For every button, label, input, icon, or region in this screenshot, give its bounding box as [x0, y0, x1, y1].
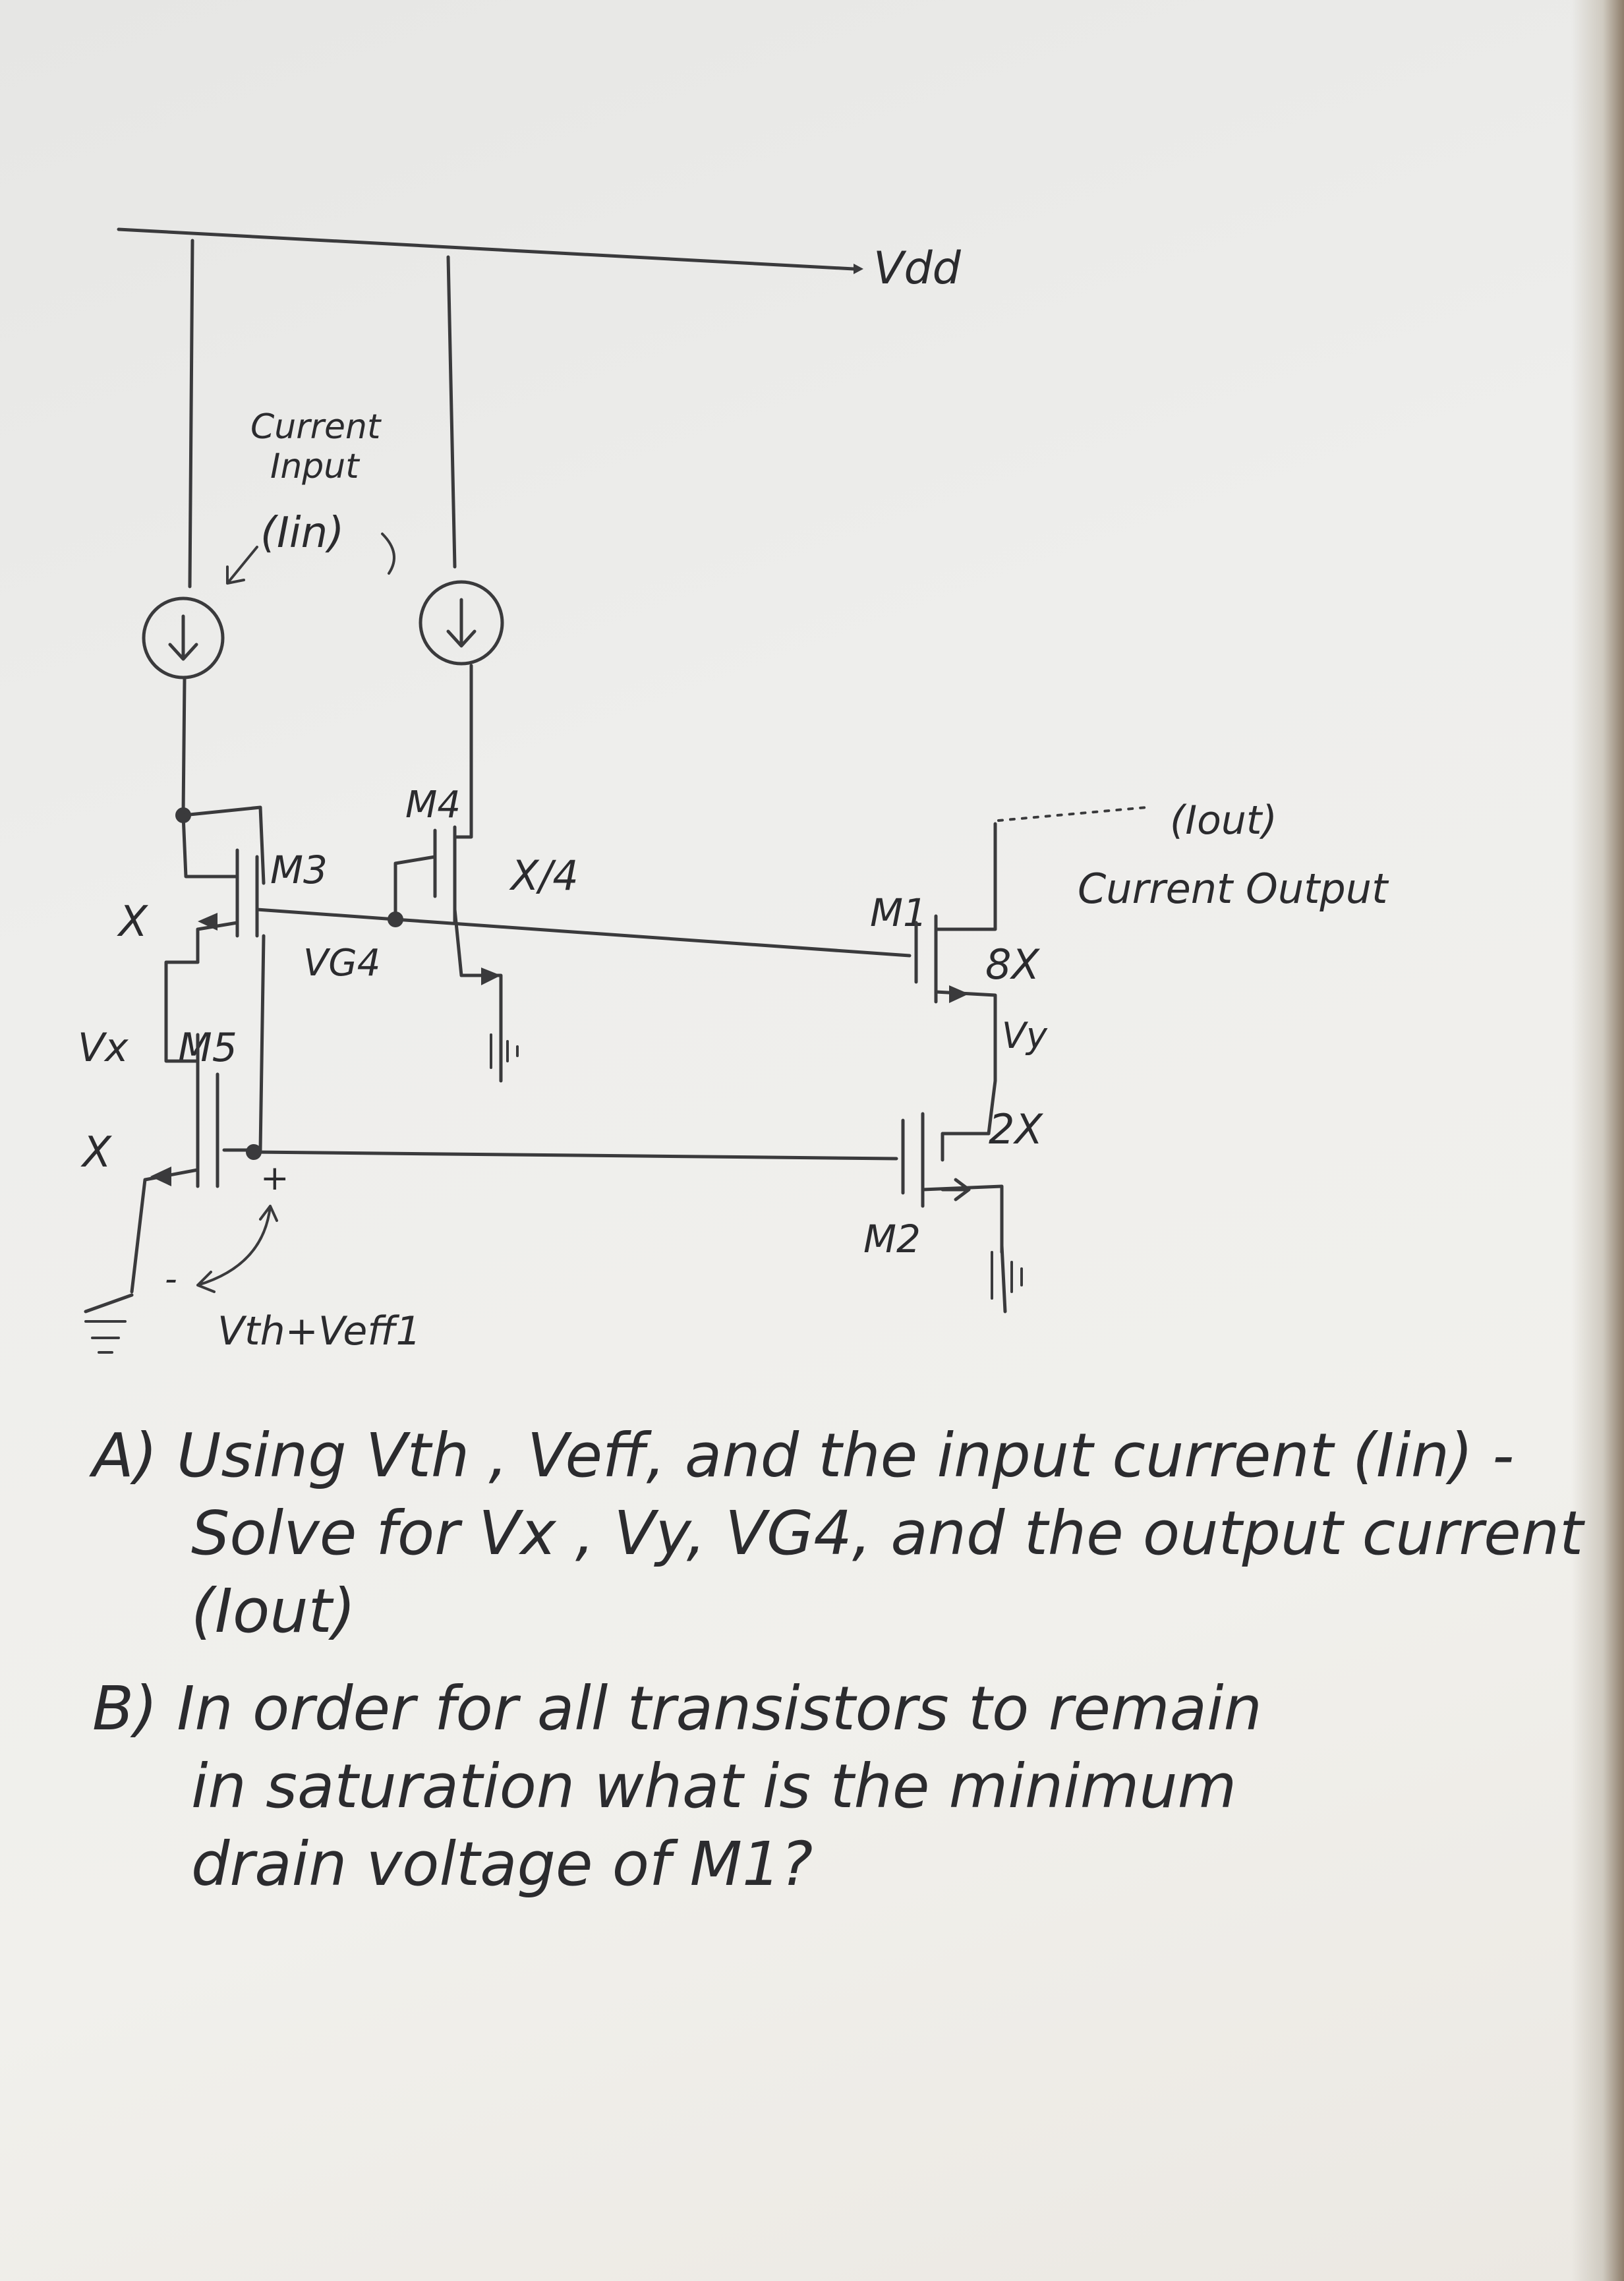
m5-label: M5 [178, 1025, 237, 1071]
question-a-line3: (Iout) [191, 1576, 356, 1646]
right-supply-wire [446, 255, 457, 569]
question-a-line2: Solve for Vx , Vy, VG4, and the output c… [191, 1498, 1584, 1569]
vdd-arrow-icon [854, 264, 863, 274]
current-input-label-line2: Input [270, 447, 360, 486]
question-b: B) In order for all transistors to remai… [92, 1670, 1595, 1903]
right-current-source [419, 580, 504, 666]
question-a-line1: A) Using Vth , Veff, and the input curre… [92, 1420, 1515, 1491]
vx-label: Vx [78, 1025, 129, 1071]
question-b-line2: in saturation what is the minimum [191, 1751, 1237, 1822]
left-supply-wire [188, 239, 194, 589]
minus-sign: - [165, 1259, 177, 1299]
iin-left-pointer-icon [226, 546, 258, 585]
m1-ratio-label: 8X [985, 940, 1040, 989]
m1-label: M1 [870, 890, 927, 935]
m2-gate-wire [252, 1150, 898, 1161]
m5-source-wire [130, 1168, 200, 1294]
m1-drain-wire [934, 822, 997, 931]
m3-source-wire [196, 921, 239, 964]
m5-drain-wire [164, 960, 200, 1063]
vy-label: Vy [1002, 1015, 1048, 1056]
left-branch-wire [181, 677, 187, 816]
m5-source-arrow-icon [150, 1167, 171, 1186]
vth-veff-curve-icon [196, 1205, 278, 1293]
iout-label: (Iout) [1170, 797, 1277, 844]
m4-gate-wire [393, 855, 437, 921]
vdd-label: Vdd [873, 243, 962, 295]
m3-gate-drain-tie [181, 813, 239, 879]
left-current-source [142, 596, 225, 679]
question-b-line3: drain voltage of M1? [191, 1829, 813, 1899]
questions-block: A) Using Vth , Veff, and the input curre… [92, 1417, 1595, 1923]
m2-source-arrow-icon [941, 1178, 971, 1201]
current-output-label: Current Output [1078, 865, 1389, 913]
plus-sign: + [260, 1159, 289, 1198]
m4-label: M4 [405, 784, 461, 826]
m2-ground-icon [991, 1244, 1023, 1314]
iin-label: (Iin) [260, 509, 344, 558]
question-b-line1: B) In order for all transistors to remai… [92, 1673, 1262, 1744]
vdd-rail [117, 227, 856, 271]
left-current-arrow-icon [168, 614, 198, 661]
current-input-label-line1: Current [250, 407, 382, 447]
question-a: A) Using Vth , Veff, and the input curre… [92, 1417, 1595, 1650]
m4-ratio-label: X/4 [509, 852, 579, 900]
right-current-arrow-icon [446, 598, 477, 648]
m2-ratio-label: 2X [989, 1105, 1043, 1153]
iout-dotted-lead [997, 806, 1148, 822]
x-label-top: X [117, 898, 148, 946]
m1-source-arrow-icon [949, 985, 969, 1003]
m3-drain-wire [181, 805, 266, 885]
m4-source-arrow-icon [481, 967, 501, 985]
vg4-label: VG4 [303, 942, 380, 985]
m4-ground-icon [490, 1013, 519, 1083]
m5-ground-icon [84, 1293, 134, 1354]
m2-label: M2 [863, 1217, 921, 1261]
m3-label: M3 [270, 848, 328, 892]
iin-right-pointer-icon [381, 533, 395, 575]
vth-veff-label: Vth+Veff1 [218, 1308, 421, 1354]
m4-drain-wire [453, 664, 473, 839]
m1-source-wire [934, 990, 997, 1136]
x-label-bottom: X [80, 1128, 112, 1177]
m2-drain-wire [941, 1132, 991, 1162]
m3-source-arrow-icon [198, 913, 218, 931]
paper-edge [1571, 0, 1624, 2281]
